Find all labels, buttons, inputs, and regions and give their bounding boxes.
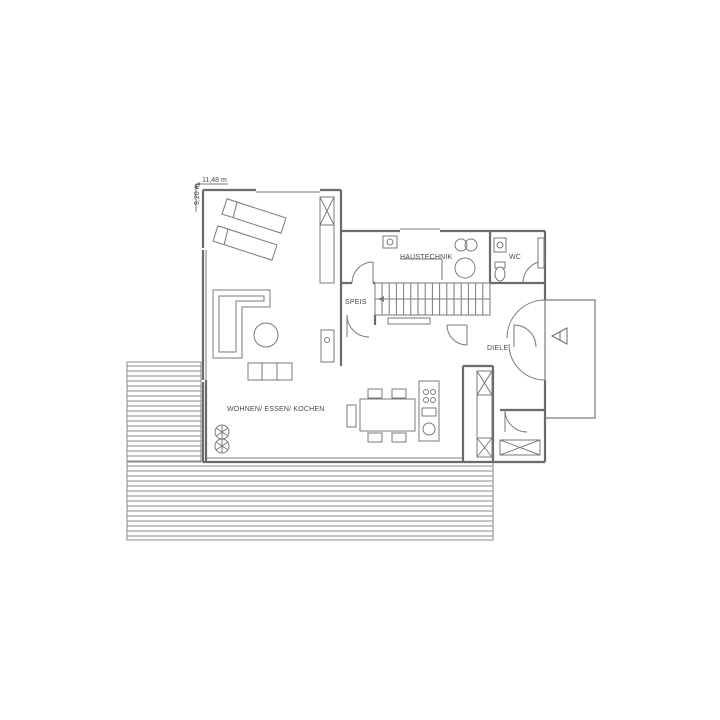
sofa-icon	[212, 289, 271, 359]
sink-icon	[382, 235, 398, 249]
room-label-living: WOHNEN/ ESSEN/ KOCHEN	[227, 406, 325, 413]
wardrobe-icon	[476, 370, 493, 458]
dining-table-icon	[359, 398, 416, 432]
room-label-hall: DIELE	[487, 345, 508, 352]
lounger-icon	[212, 225, 278, 261]
room-labels: WOHNEN/ ESSEN/ KOCHEN SPEIS HAUSTECHNIK …	[227, 254, 521, 413]
utility-fixtures	[382, 235, 545, 282]
living-furniture	[212, 196, 335, 454]
toilet-icon	[494, 261, 506, 282]
dining-kitchen	[346, 370, 541, 458]
room-label-wc: WC	[509, 254, 521, 261]
kitchen-island-icon	[418, 380, 440, 442]
staircase	[374, 282, 491, 316]
cabinet-column-icon	[319, 196, 335, 284]
coffee-table-icon	[253, 322, 279, 348]
terrace-deck	[126, 361, 494, 541]
depth-dimension: 9,20 m	[194, 183, 201, 205]
dimension-markers: 11,48 m 9,20 m	[194, 177, 228, 212]
lounger-icon	[221, 198, 287, 234]
entrance-canopy	[544, 299, 596, 419]
interior-walls	[339, 231, 545, 462]
exterior-walls	[201, 188, 547, 464]
fridge-icon	[320, 329, 335, 363]
width-dimension: 11,48 m	[202, 177, 227, 184]
washbasin-icon	[493, 237, 507, 253]
tv-bench-icon	[247, 362, 293, 381]
boiler-icon	[454, 238, 478, 279]
room-label-utility: HAUSTECHNIK	[400, 254, 453, 261]
shoe-cabinet-icon	[499, 439, 541, 456]
plant-icon	[214, 424, 230, 454]
doors	[346, 260, 546, 433]
room-label-pantry: SPEIS	[345, 299, 367, 306]
